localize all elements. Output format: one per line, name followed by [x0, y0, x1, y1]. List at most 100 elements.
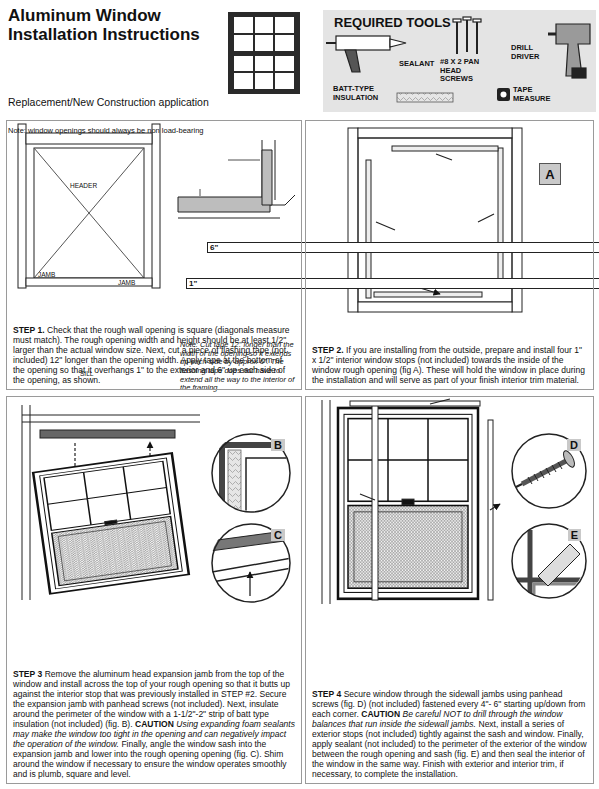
framing-diagram [34, 148, 144, 278]
tool-label: #8 X 2 PAN HEAD SCREWS [440, 58, 492, 84]
caulk-gun [326, 42, 336, 44]
step-panel: STEP 4Secure window through the sidewall… [305, 396, 594, 784]
screw-icon [453, 17, 481, 54]
circle-outline [512, 524, 586, 598]
detail-b [228, 450, 241, 512]
tool-label: DRILL DRIVER [511, 44, 549, 61]
window-secure-diagram [350, 401, 480, 406]
detail-d [511, 433, 585, 507]
flashing-detail [178, 140, 295, 218]
detail-b [246, 458, 296, 518]
step-panel: STEP 3Remove the aluminum head expansion… [6, 396, 302, 784]
detail-c [210, 523, 292, 601]
tools-box [323, 10, 596, 112]
caulk-gun [336, 36, 390, 50]
window-secure-diagram [322, 399, 500, 604]
insulation-icon [397, 93, 453, 102]
figure-letter: D [567, 439, 581, 451]
window-tilt-diagram [33, 453, 189, 594]
label-text: HEADER [70, 182, 599, 189]
window-icon [228, 12, 300, 94]
screw-icon [463, 17, 471, 20]
window-secure-diagram [360, 399, 500, 510]
tool-label: BATT-TYPE INSULATION [333, 85, 395, 102]
figure-letter: A [545, 167, 554, 182]
tools-box: REQUIRED TOOLS SEALANT #8 X 2 PAN HEAD SCR… [323, 10, 596, 112]
detail-e [511, 523, 585, 597]
detail-c [210, 530, 292, 551]
tape-measure-icon [497, 88, 510, 101]
screw-icon [473, 19, 481, 22]
label-text: Replacement/New Construction application [8, 96, 226, 108]
detail-circle: D [511, 433, 587, 509]
stops-diagram [374, 292, 482, 297]
insulation-icon [397, 93, 453, 102]
detail-d [561, 449, 577, 469]
step-body: If you are installing from the outside, … [312, 345, 585, 385]
figure-tag: A [539, 163, 561, 185]
step-heading: CAUTION [135, 719, 174, 729]
stops-diagram [392, 146, 498, 151]
window-icon [228, 12, 300, 94]
detail-d [516, 484, 522, 487]
figure-letter: C [271, 529, 285, 541]
detail-d [528, 462, 562, 484]
step-heading: STEP 1. [13, 325, 45, 335]
detail-d [511, 433, 585, 507]
step-text: STEP 1.Check that the rough wall opening… [13, 325, 295, 385]
circle-outline [212, 434, 290, 512]
detail-circle: C [211, 523, 291, 603]
tool-label: SEALANT [399, 60, 434, 69]
detail-circle: E [511, 523, 587, 599]
caulk-gun [326, 36, 406, 72]
figure-letter: E [568, 529, 581, 541]
window-tilt-diagram [22, 405, 200, 600]
window-icon [234, 17, 294, 89]
step-heading: STEP 3 [13, 669, 42, 679]
box-heading: REQUIRED TOOLS [334, 16, 451, 31]
window-secure-diagram [322, 400, 330, 604]
screw-icon [453, 19, 461, 22]
tape-measure-icon [501, 92, 507, 98]
detail-c [211, 523, 289, 601]
window-secure-diagram [372, 402, 378, 600]
page-title: Aluminum Window Installation Instruction… [8, 6, 214, 44]
stops-diagram [358, 128, 512, 138]
detail-circle: B [211, 433, 291, 513]
framing-diagram [18, 124, 26, 288]
framing-diagram [18, 124, 160, 288]
step-text: STEP 3Remove the aluminum head expansion… [13, 669, 295, 779]
step-panel: STEP 2.If you are installing from the ou… [305, 120, 594, 390]
flashing-detail [200, 160, 260, 196]
step-heading: STEP 4 [312, 689, 341, 699]
circle-outline [212, 524, 290, 602]
figure-letter: B [271, 439, 285, 451]
step-heading: CAUTION [361, 709, 400, 719]
tool-label: TAPE MEASURE [513, 86, 553, 103]
window-secure-diagram [338, 408, 478, 599]
framing-diagram [152, 124, 160, 288]
step-panel: STEP 1.Check that the rough wall opening… [6, 120, 302, 390]
detail-b [211, 432, 296, 518]
drill-icon [548, 33, 556, 36]
tape-measure-icon [497, 88, 510, 101]
detail-e [511, 523, 590, 600]
step-heading: STEP 2. [312, 345, 344, 355]
flashing-detail [178, 197, 270, 212]
tools-box [323, 10, 596, 112]
detail-c [249, 572, 250, 596]
detail-c [212, 558, 292, 582]
stops-diagram [498, 148, 503, 286]
detail-e [538, 544, 580, 586]
caulk-gun [345, 50, 360, 72]
stops-diagram [358, 302, 512, 312]
detail-d [522, 461, 566, 484]
circle-outline [512, 434, 586, 508]
window-tilt-diagram [22, 405, 200, 600]
framing-diagram [34, 148, 144, 278]
stops-diagram [376, 154, 494, 294]
label-text: Note: window openings should always be n… [8, 127, 226, 136]
drill-icon [572, 68, 586, 78]
step-body: Check that the rough wall opening is squ… [13, 325, 289, 385]
